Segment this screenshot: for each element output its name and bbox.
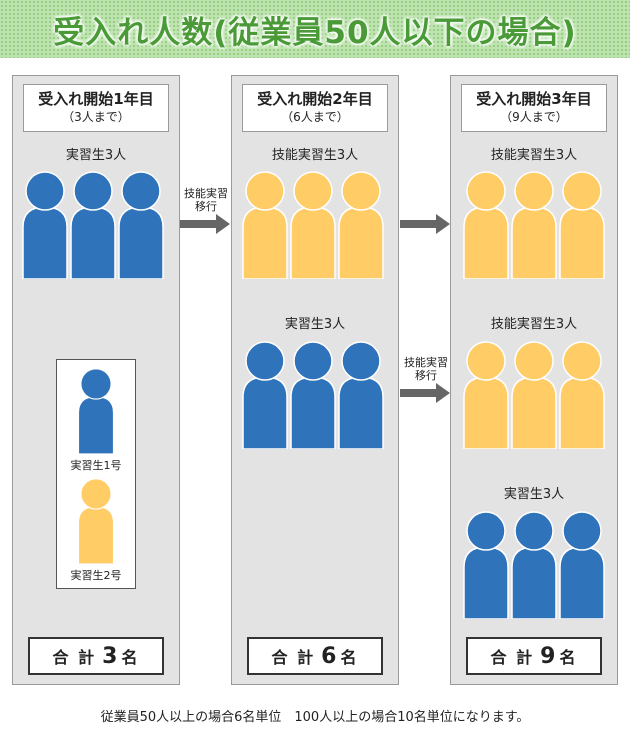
- arrow-label: 技能実習 移行: [184, 187, 228, 213]
- person-icon: [463, 341, 509, 449]
- person-icon: [290, 171, 336, 279]
- total-label: 合 計: [490, 648, 535, 667]
- right-arrow-icon: [400, 214, 450, 234]
- person-icon: [74, 478, 118, 568]
- year-column-3: 受入れ開始3年目 （9人まで） 技能実習生3人 技能実習生3人 実習生3人 合 …: [450, 75, 618, 685]
- group-label: 実習生3人: [284, 317, 346, 332]
- total-box: 合 計 6 名: [247, 637, 383, 675]
- total-number: 9: [540, 643, 558, 669]
- column-year: 受入れ開始3年目: [476, 90, 592, 108]
- page-title: 受入れ人数(従業員50人以下の場合): [53, 14, 577, 51]
- person-icon: [118, 171, 164, 279]
- group-label: 技能実習生3人: [490, 317, 578, 332]
- total-number: 6: [321, 643, 339, 669]
- column-header: 受入れ開始1年目 （3人まで）: [23, 84, 169, 132]
- total-label: 合 計: [52, 648, 97, 667]
- arrow-label: 技能実習 移行: [404, 356, 448, 382]
- year-column-1: 受入れ開始1年目 （3人まで） 実習生3人 実習生1号 実習生2号 合 計 3 …: [12, 75, 180, 685]
- person-icon: [77, 478, 115, 565]
- column-capacity: （6人まで）: [281, 110, 349, 124]
- person-icon: [338, 341, 384, 449]
- person-icon: [511, 171, 557, 279]
- right-arrow-icon: [400, 383, 450, 403]
- person-icon: [290, 341, 336, 449]
- header-banner: [0, 0, 630, 58]
- total-unit: 名: [559, 648, 578, 667]
- detail-label: 実習生1号: [70, 459, 122, 472]
- person-icon: [511, 341, 557, 449]
- total-box: 合 計 9 名: [466, 637, 602, 675]
- person-icon: [559, 511, 605, 619]
- footnote: 従業員50人以上の場合6名単位 100人以上の場合10名単位になります。: [100, 710, 530, 725]
- column-year: 受入れ開始1年目: [38, 90, 154, 108]
- column-header: 受入れ開始2年目 （6人まで）: [242, 84, 388, 132]
- person-icon: [74, 368, 118, 458]
- group-label: 実習生3人: [65, 148, 127, 163]
- detail-label: 実習生2号: [70, 569, 122, 582]
- total-box: 合 計 3 名: [28, 637, 164, 675]
- person-icon: [77, 368, 115, 455]
- group-label: 技能実習生3人: [271, 148, 359, 163]
- person-icon: [463, 511, 509, 619]
- total-label: 合 計: [271, 648, 316, 667]
- year-column-2: 受入れ開始2年目 （6人まで） 技能実習生3人 実習生3人 合 計 6 名: [231, 75, 399, 685]
- person-icon: [70, 171, 116, 279]
- person-icon: [559, 341, 605, 449]
- right-arrow-icon: [180, 214, 230, 234]
- trainee-detail-box: 実習生1号 実習生2号: [56, 359, 136, 589]
- total-number: 3: [102, 643, 120, 669]
- column-capacity: （9人まで）: [500, 110, 568, 124]
- total-unit: 名: [340, 648, 359, 667]
- person-icon: [559, 171, 605, 279]
- person-icon: [242, 341, 288, 449]
- column-header: 受入れ開始3年目 （9人まで）: [461, 84, 607, 132]
- person-icon: [511, 511, 557, 619]
- column-year: 受入れ開始2年目: [257, 90, 373, 108]
- group-label: 実習生3人: [503, 487, 565, 502]
- person-icon: [242, 171, 288, 279]
- group-label: 技能実習生3人: [490, 148, 578, 163]
- total-unit: 名: [121, 648, 140, 667]
- person-icon: [463, 171, 509, 279]
- person-icon: [338, 171, 384, 279]
- person-icon: [22, 171, 68, 279]
- column-capacity: （3人まで）: [62, 110, 130, 124]
